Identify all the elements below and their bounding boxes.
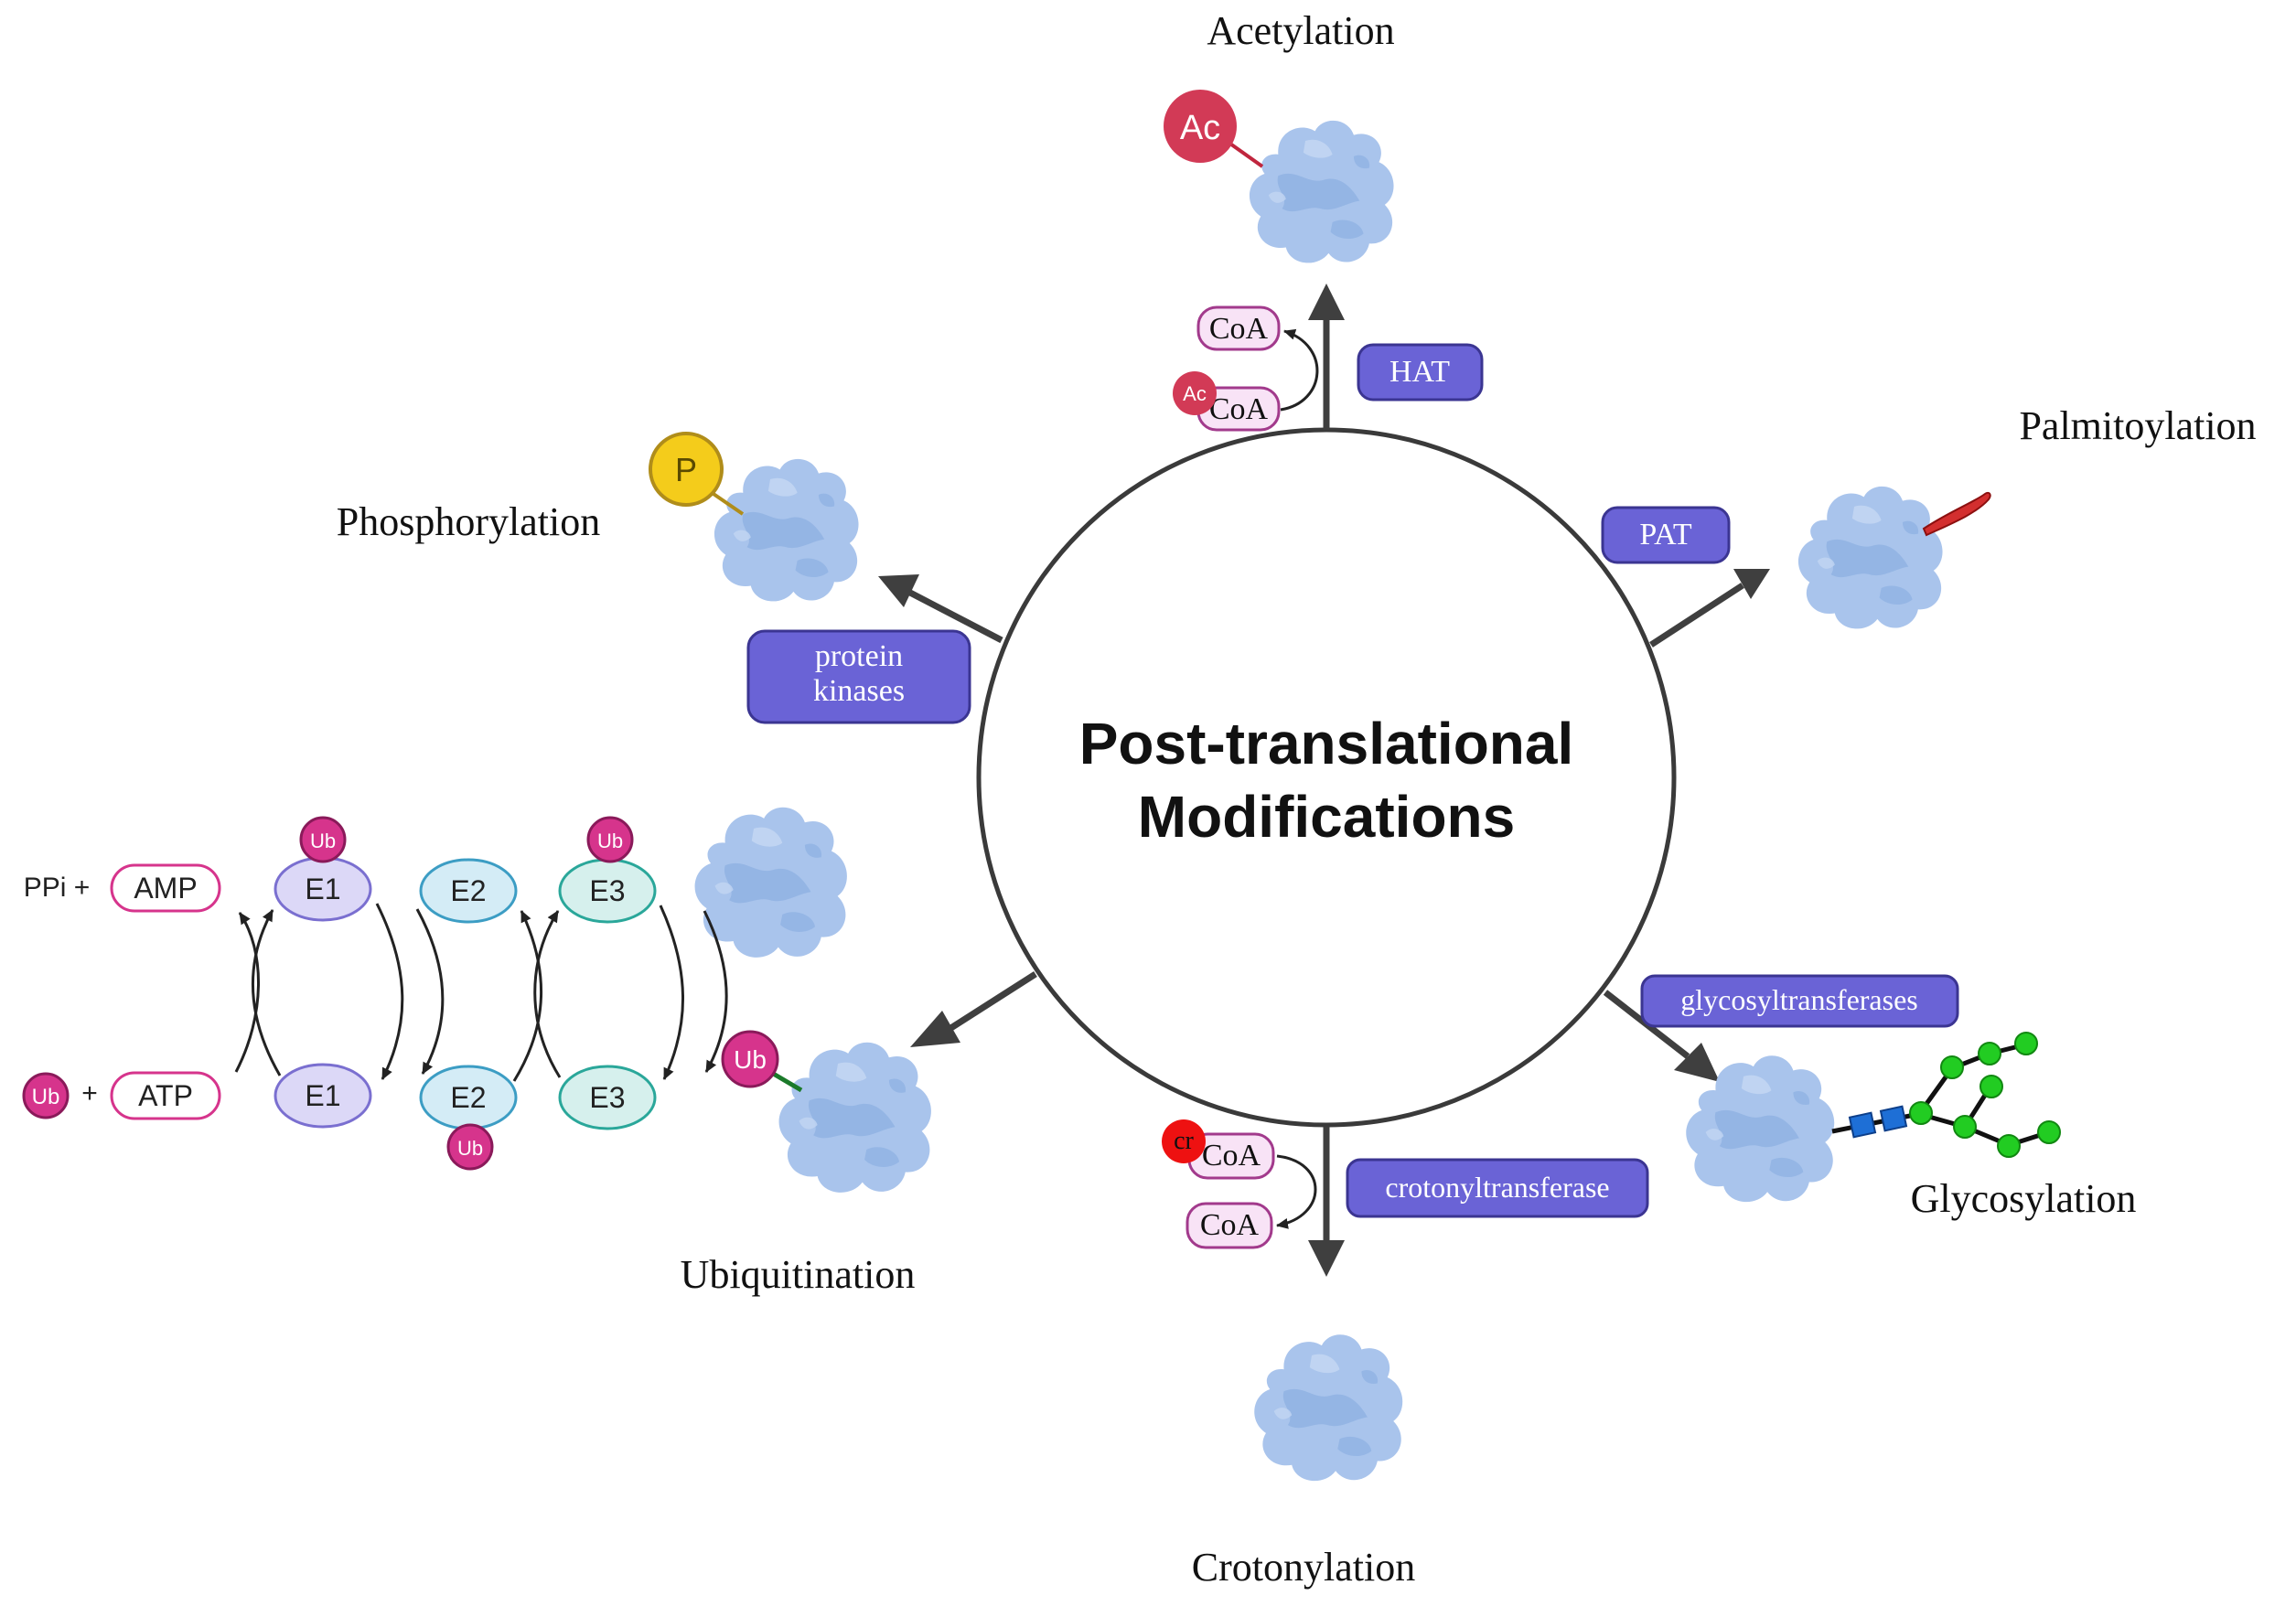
e2-top-node <box>419 858 518 924</box>
ub-linker <box>768 1069 803 1093</box>
atp-box <box>110 1071 221 1120</box>
label-acetylation: Acetylation <box>1207 8 1394 53</box>
e2-top-label: E2 <box>450 874 486 907</box>
protein-acetylation <box>1249 120 1394 263</box>
ub-on-e3-label: Ub <box>597 830 623 852</box>
ub-on-e2-label: Ub <box>457 1137 483 1160</box>
cr-tag-label: cr <box>1174 1127 1194 1155</box>
cr-tag-icon <box>1162 1119 1206 1163</box>
e3-bottom-label: E3 <box>589 1081 625 1114</box>
ac-tag-label: Ac <box>1180 109 1220 147</box>
e1-bottom-label: E1 <box>305 1079 340 1112</box>
arrowhead-crotonylation <box>1308 1240 1345 1277</box>
arrowhead-palmitoylation <box>1733 569 1770 599</box>
ub-tag-on-protein-label: Ub <box>734 1045 767 1074</box>
ub-on-e1-label: Ub <box>310 830 336 852</box>
palmitoyl-chain-icon <box>1922 491 1991 537</box>
amp-box <box>110 863 221 913</box>
e1-top-label: E1 <box>305 873 340 905</box>
ub-on-e1-icon <box>299 816 347 863</box>
arrow-phosphorylation <box>908 589 1003 644</box>
ac-small-tag-label: Ac <box>1183 382 1207 405</box>
enzyme-protein-kinases-line1: protein <box>815 639 903 673</box>
enzyme-protein-kinases-line2: kinases <box>813 674 905 708</box>
center-title-line1: Post-translational <box>1079 711 1574 776</box>
protein-crotonylation <box>1254 1334 1403 1482</box>
enzyme-hat-box <box>1357 343 1484 402</box>
coa-curved-arrow-acetylation <box>1280 328 1319 412</box>
ac-small-tag-icon <box>1173 371 1217 415</box>
coa-crot-bottom-label: CoA <box>1200 1208 1260 1242</box>
protein-substrate <box>694 807 847 958</box>
label-ubiquitination: Ubiquitination <box>681 1252 916 1297</box>
p-tag-label: P <box>675 451 697 488</box>
enzyme-pat-box <box>1601 506 1731 564</box>
enzyme-crotonyltransferase-label: crotonyltransferase <box>1385 1171 1609 1204</box>
protein-ubiquitinated <box>778 1042 931 1193</box>
e1-bottom-node <box>274 1063 372 1129</box>
p-linker <box>709 490 745 516</box>
e3-bottom-node <box>558 1065 657 1130</box>
arrow-palmitoylation <box>1649 583 1744 648</box>
label-palmitoylation: Palmitoylation <box>2019 403 2256 448</box>
coa-top-label: CoA <box>1209 312 1269 346</box>
ub-tag-on-protein-icon <box>721 1030 779 1088</box>
e3-top-label: E3 <box>589 874 625 907</box>
coa-curved-arrow-crotonylation <box>1276 1154 1317 1229</box>
label-phosphorylation: Phosphorylation <box>337 499 600 544</box>
center-title-line2: Modifications <box>1138 784 1515 850</box>
enzyme-crotonyltransferase-box <box>1346 1158 1649 1218</box>
arrowhead-ubiquitination <box>910 1011 960 1047</box>
amp-label: AMP <box>134 872 197 905</box>
enzyme-pat-label: PAT <box>1639 518 1692 551</box>
label-glycosylation: Glycosylation <box>1911 1176 2137 1221</box>
arrowhead-glycosylation <box>1674 1043 1720 1082</box>
protein-palmitoylation <box>1797 486 1943 629</box>
plus-sign: + <box>81 1078 98 1108</box>
enzyme-glycosyltransferases-box <box>1640 974 1959 1028</box>
ac-linker <box>1226 140 1264 168</box>
ub-free-icon <box>22 1072 70 1119</box>
arrow-ubiquitination <box>948 971 1037 1032</box>
atp-label: ATP <box>138 1079 193 1112</box>
protein-phosphorylation <box>713 458 859 602</box>
glycan-chain-icon <box>1831 1032 2061 1158</box>
ub-on-e2-icon <box>446 1123 494 1171</box>
ub-free-label: Ub <box>32 1085 60 1109</box>
coa-box-top <box>1196 305 1281 351</box>
enzyme-protein-kinases-box <box>746 629 971 724</box>
e2-bottom-label: E2 <box>450 1081 486 1114</box>
enzyme-glycosyltransferases-label: glycosyltransferases <box>1680 983 1917 1016</box>
coa-box-crot-bottom <box>1186 1202 1273 1249</box>
p-tag-icon <box>649 432 724 507</box>
label-crotonylation: Crotonylation <box>1192 1545 1415 1590</box>
arrowhead-phosphorylation <box>878 574 919 607</box>
coa-crot-top-label: CoA <box>1202 1139 1261 1173</box>
cascade-arrows <box>234 903 728 1082</box>
center-circle <box>976 427 1677 1128</box>
ac-tag-icon <box>1164 90 1237 163</box>
arrowhead-acetylation <box>1308 284 1345 320</box>
ppi-label: PPi + <box>24 873 91 903</box>
enzyme-hat-label: HAT <box>1389 355 1450 389</box>
coa-bottom-label: CoA <box>1209 392 1269 426</box>
ub-on-e3-icon <box>586 816 634 863</box>
